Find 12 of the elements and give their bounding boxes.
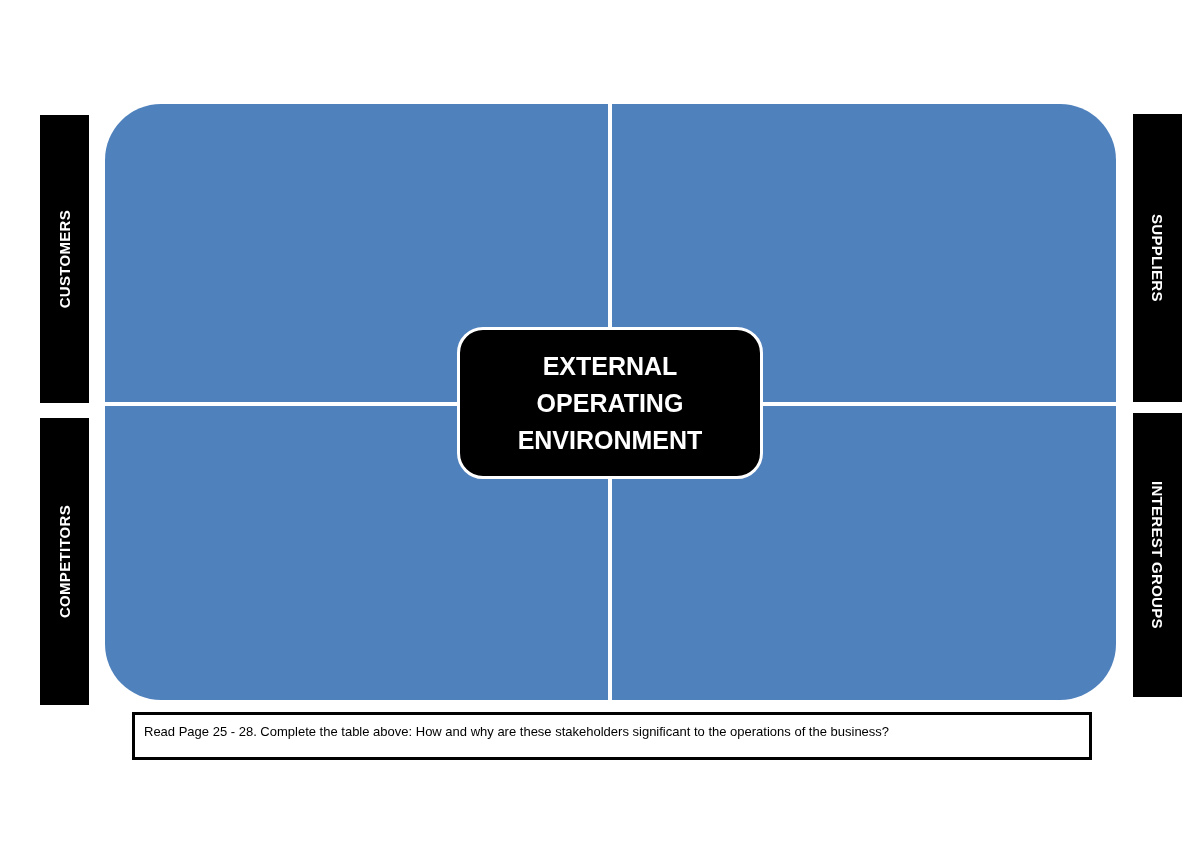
stakeholder-label: CUSTOMERS bbox=[56, 209, 73, 309]
stakeholder-label: SUPPLIERS bbox=[1149, 214, 1166, 302]
stakeholder-label: COMPETITORS bbox=[56, 504, 73, 618]
stakeholder-bar bbox=[1133, 413, 1182, 697]
instruction-box bbox=[132, 712, 1092, 760]
title-text: EXTERNAL OPERATING ENVIRONMENT bbox=[516, 350, 704, 456]
instruction-text: Read Page 25 - 28. Complete the table above: How and why are these stakeholders significant to the operations of the business? bbox=[144, 724, 890, 739]
stakeholder-bar bbox=[1133, 114, 1182, 402]
stakeholder-label: INTEREST GROUPS bbox=[1149, 481, 1166, 629]
stakeholder-bar bbox=[40, 418, 89, 705]
stakeholder-bar bbox=[40, 115, 89, 403]
title-box bbox=[457, 327, 763, 479]
